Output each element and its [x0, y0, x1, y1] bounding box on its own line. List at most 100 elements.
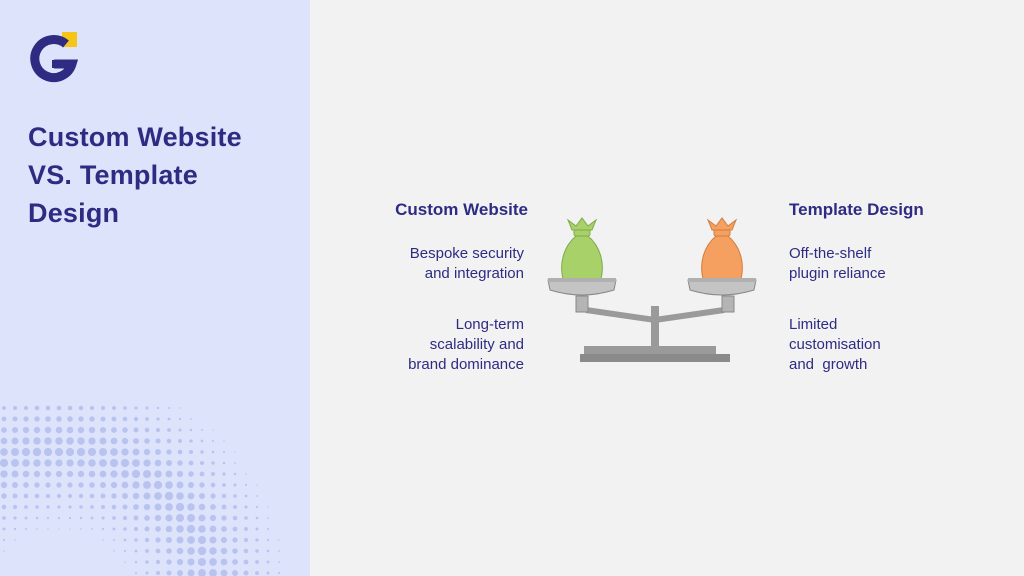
halftone-dot — [187, 536, 195, 544]
halftone-dot — [244, 505, 248, 509]
halftone-dot — [266, 560, 270, 564]
halftone-dot — [101, 516, 105, 520]
halftone-dot — [46, 516, 50, 520]
halftone-dot — [145, 571, 149, 575]
point-line: Long-term — [455, 316, 524, 333]
halftone-dot — [145, 560, 149, 564]
point-line: scalability and — [429, 336, 524, 353]
halftone-dot — [23, 405, 29, 411]
halftone-dot — [132, 448, 140, 456]
halftone-dot — [110, 448, 118, 456]
halftone-dot — [33, 426, 41, 434]
halftone-dot — [201, 429, 203, 431]
halftone-dot — [175, 502, 185, 512]
halftone-dot — [55, 470, 63, 478]
halftone-dot — [46, 505, 50, 509]
halftone-dot — [77, 459, 85, 467]
halftone-dot — [266, 527, 270, 531]
halftone-dot — [25, 528, 27, 530]
halftone-dot — [45, 482, 51, 488]
halftone-dot — [209, 569, 217, 576]
halftone-dot — [88, 426, 96, 434]
halftone-dot — [100, 493, 106, 499]
halftone-dot — [168, 407, 170, 409]
halftone-dot — [244, 494, 248, 498]
halftone-dot — [110, 470, 118, 478]
title-line: Custom Website — [28, 122, 242, 152]
halftone-dot — [188, 449, 194, 455]
halftone-dot — [211, 461, 215, 465]
halftone-dot — [232, 504, 238, 510]
halftone-dot — [56, 416, 62, 422]
halftone-dot — [76, 447, 86, 457]
left-pan-support — [575, 295, 589, 313]
halftone-dot — [176, 525, 184, 533]
halftone-dot — [33, 437, 41, 445]
halftone-dot — [77, 426, 85, 434]
halftone-dot — [211, 450, 215, 454]
template-design-heading: Template Design — [789, 200, 924, 219]
halftone-dot — [56, 405, 62, 411]
halftone-dot — [99, 437, 107, 445]
halftone-dot — [234, 462, 236, 464]
halftone-dot — [143, 492, 151, 500]
halftone-dot — [154, 503, 162, 511]
halftone-dot — [155, 427, 161, 433]
halftone-dot — [145, 549, 149, 553]
halftone-dot — [90, 505, 94, 509]
point-line: customisation — [789, 336, 881, 353]
halftone-dot — [156, 571, 160, 575]
title-line: VS. Template — [28, 160, 198, 190]
halftone-dot — [256, 495, 258, 497]
halftone-dot — [66, 470, 74, 478]
halftone-dot — [54, 447, 64, 457]
halftone-dot — [132, 459, 140, 467]
halftone-dot — [56, 493, 62, 499]
left-pan — [547, 279, 617, 296]
halftone-dot — [144, 526, 150, 532]
point-line: Bespoke security — [409, 245, 524, 262]
halftone-dot — [111, 493, 117, 499]
halftone-dot — [177, 449, 183, 455]
halftone-dot — [210, 482, 216, 488]
halftone-dot — [255, 505, 259, 509]
halftone-dot — [197, 535, 207, 545]
scale-base-bottom — [580, 354, 730, 362]
halftone-dot — [220, 558, 228, 566]
halftone-dot — [198, 525, 206, 533]
halftone-dot — [100, 504, 106, 510]
halftone-dot — [123, 538, 127, 542]
halftone-dot — [12, 416, 18, 422]
halftone-dot — [35, 505, 39, 509]
halftone-dot — [198, 514, 206, 522]
halftone-dot — [21, 447, 31, 457]
halftone-dot — [99, 470, 107, 478]
halftone-dot — [232, 559, 238, 565]
halftone-dot — [12, 504, 18, 510]
halftone-dot — [165, 470, 173, 478]
halftone-dot — [154, 514, 162, 522]
halftone-dot — [109, 458, 119, 468]
halftone-dot — [165, 503, 173, 511]
halftone-dot — [14, 539, 16, 541]
halftone-dot — [100, 416, 106, 422]
halftone-dot — [222, 472, 226, 476]
halftone-dot — [134, 560, 138, 564]
left-money-bag — [561, 217, 603, 283]
halftone-dot — [245, 473, 247, 475]
halftone-dot — [134, 549, 138, 553]
halftone-dot — [266, 571, 270, 575]
halftone-dot — [23, 482, 29, 488]
halftone-dot — [176, 514, 184, 522]
halftone-dot — [2, 538, 6, 542]
halftone-dot — [45, 416, 51, 422]
halftone-dot — [144, 537, 150, 543]
template-point-customisation: Limited customisation and growth — [789, 315, 989, 375]
halftone-dot — [90, 516, 94, 520]
halftone-dot — [200, 439, 204, 443]
halftone-dot — [244, 483, 248, 487]
halftone-dot — [123, 527, 127, 531]
halftone-dot — [176, 547, 184, 555]
halftone-dot — [34, 405, 40, 411]
halftone-dot — [155, 548, 161, 554]
